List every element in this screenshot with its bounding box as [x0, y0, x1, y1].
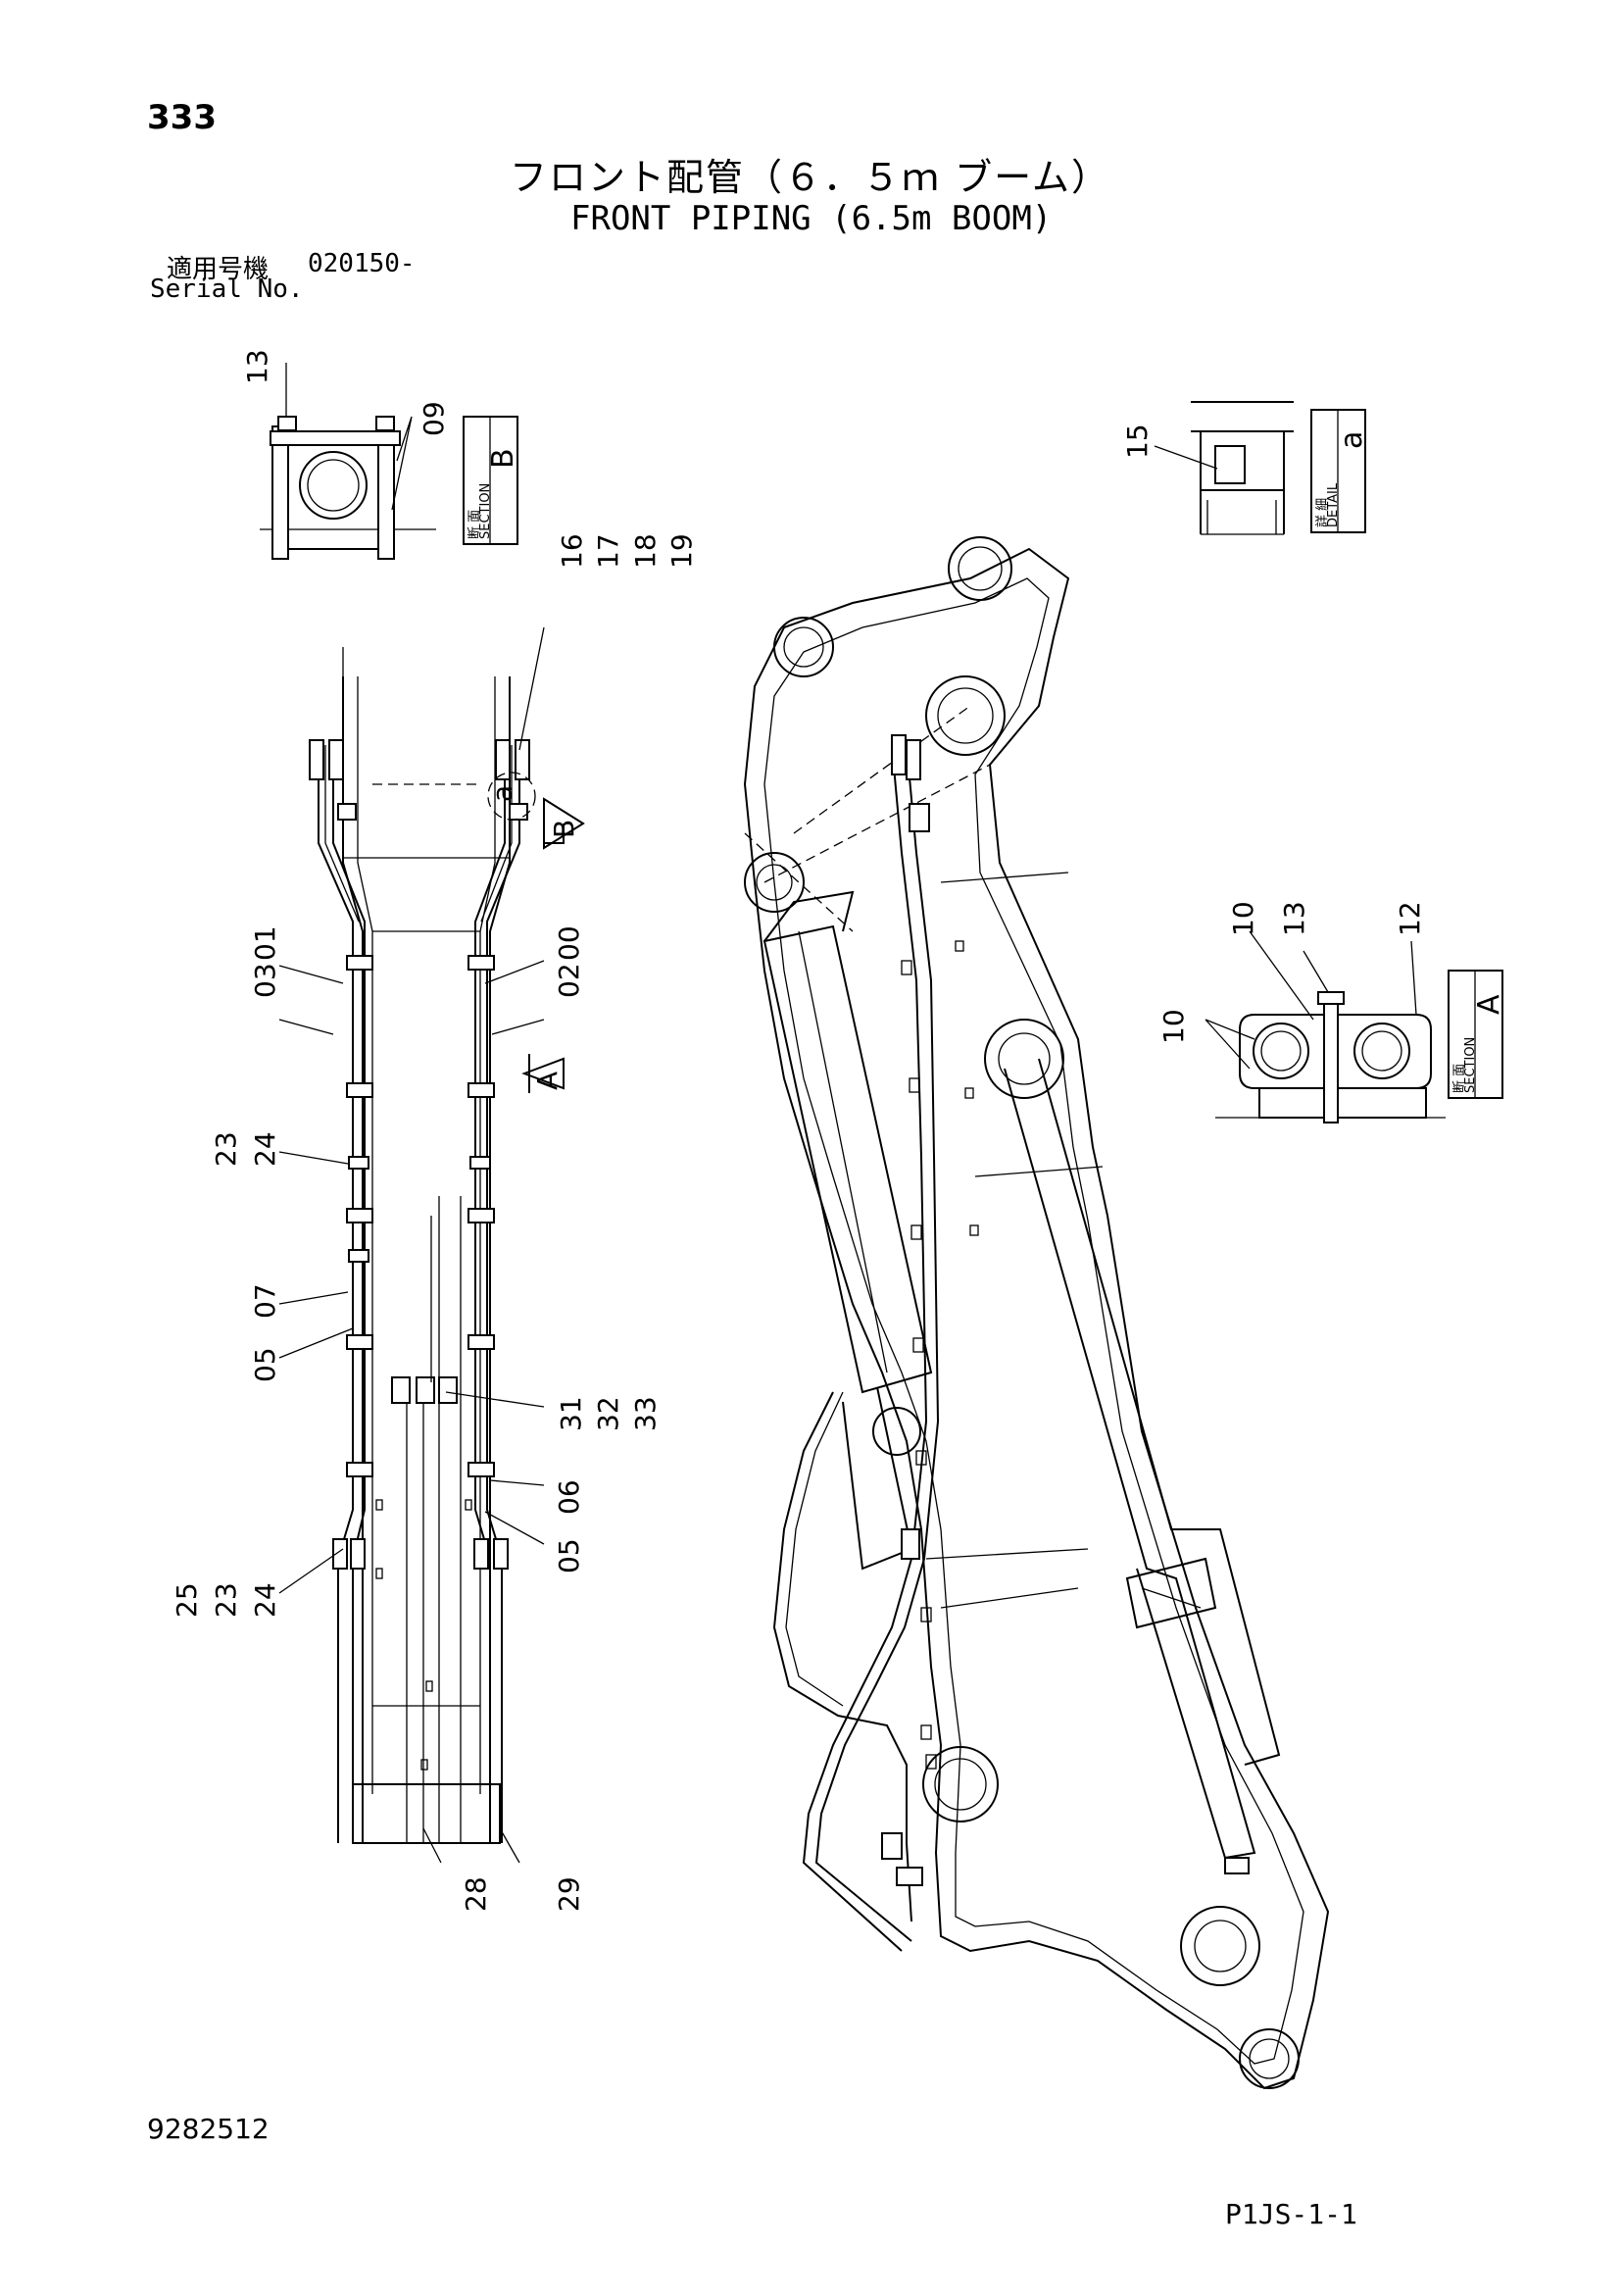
callout-10-lower: 10 [1157, 1009, 1190, 1044]
serial-label-english: Serial No. [150, 275, 304, 304]
callout-00: 00 [553, 925, 585, 961]
callout-18: 18 [629, 533, 662, 569]
callout-02: 02 [553, 963, 585, 998]
callout-10-upper: 10 [1227, 901, 1259, 936]
section-a-letter: A [1472, 994, 1506, 1015]
callout-15: 15 [1121, 424, 1154, 459]
callout-13-section-a: 13 [1278, 901, 1310, 936]
section-b-letter: B [486, 448, 520, 469]
callout-23-lower: 23 [210, 1582, 242, 1618]
detail-mark-a: a [486, 785, 518, 802]
callout-29: 29 [553, 1876, 585, 1912]
section-arrow-a: A [521, 1054, 565, 1093]
title-english: FRONT PIPING (6.5m BOOM) [570, 199, 1053, 238]
callout-09: 09 [418, 401, 450, 436]
callout-33: 33 [629, 1396, 662, 1431]
callout-13-top: 13 [241, 349, 273, 384]
detail-a-en: DETAIL [1326, 482, 1341, 527]
detail-a-label-box: a 詳 細 DETAIL [1310, 409, 1369, 533]
callout-06: 06 [553, 1479, 585, 1515]
section-b-view [260, 363, 436, 560]
callout-25: 25 [171, 1582, 203, 1618]
detail-a-letter: a [1335, 431, 1369, 449]
boom-side-view [743, 536, 1330, 2090]
callout-19: 19 [665, 533, 698, 569]
section-a-jp: 断 面 [1452, 1064, 1467, 1093]
page-code: P1JS-1-1 [1225, 2198, 1357, 2230]
detail-a-view [1191, 401, 1294, 535]
callout-16: 16 [556, 533, 588, 569]
callout-07: 07 [249, 1283, 281, 1319]
section-a-en: SECTION [1463, 1037, 1478, 1093]
callout-28: 28 [460, 1876, 492, 1912]
callout-17: 17 [592, 533, 624, 569]
serial-number-value: 020150- [308, 249, 416, 278]
detail-a-jp: 詳 細 [1314, 498, 1330, 527]
callout-12: 12 [1394, 901, 1426, 936]
section-arrow-b: B [543, 797, 585, 850]
section-a-label-box: A 断 面 SECTION [1448, 970, 1506, 1099]
drawing-number: 9282512 [147, 2113, 270, 2145]
callout-23-upper: 23 [210, 1131, 242, 1167]
page-number: 333 [147, 98, 217, 137]
callout-01: 01 [249, 925, 281, 961]
arrow-b-letter: B [548, 820, 580, 838]
arrow-a-letter: A [531, 1072, 564, 1090]
callout-05-lower: 05 [553, 1538, 585, 1573]
callout-24-lower: 24 [249, 1582, 281, 1618]
serial-label-japanese: 適用号機 [167, 255, 270, 284]
callout-03: 03 [249, 963, 281, 998]
callout-32: 32 [592, 1396, 624, 1431]
callout-24-upper: 24 [249, 1131, 281, 1167]
title-japanese: フロント配管（６．５ｍ ブーム） [510, 156, 1110, 199]
boom-plan-view [309, 647, 530, 1844]
section-b-en: SECTION [478, 483, 493, 539]
section-b-label-box: B 断 面 SECTION [463, 416, 520, 545]
section-a-view [1215, 991, 1446, 1123]
callout-31: 31 [555, 1396, 587, 1431]
callout-05-upper: 05 [249, 1347, 281, 1382]
section-b-jp: 断 面 [467, 510, 482, 539]
